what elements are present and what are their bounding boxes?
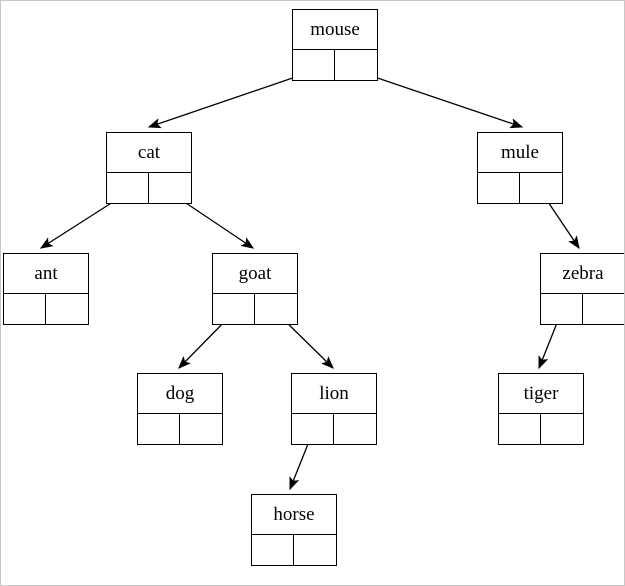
tree-node-label-mule: mule [478, 133, 562, 173]
tree-node-left-pointer-dog[interactable] [138, 414, 180, 444]
tree-node-label-horse: horse [252, 495, 336, 535]
tree-node-right-pointer-cat[interactable] [149, 173, 191, 203]
tree-node-mouse[interactable]: mouse [292, 9, 378, 81]
tree-node-left-pointer-mule[interactable] [478, 173, 520, 203]
tree-node-right-pointer-mouse[interactable] [335, 50, 377, 80]
tree-node-left-pointer-lion[interactable] [292, 414, 334, 444]
tree-node-right-pointer-zebra[interactable] [583, 294, 624, 324]
tree-node-label-mouse: mouse [293, 10, 377, 50]
tree-node-pointers-mule [478, 173, 562, 203]
tree-node-label-tiger: tiger [499, 374, 583, 414]
tree-node-horse[interactable]: horse [251, 494, 337, 566]
tree-node-label-lion: lion [292, 374, 376, 414]
tree-node-pointers-dog [138, 414, 222, 444]
tree-node-pointers-goat [213, 294, 297, 324]
tree-node-left-pointer-tiger[interactable] [499, 414, 541, 444]
tree-node-label-ant: ant [4, 254, 88, 294]
tree-node-left-pointer-goat[interactable] [213, 294, 255, 324]
tree-node-label-dog: dog [138, 374, 222, 414]
tree-node-left-pointer-horse[interactable] [252, 535, 294, 565]
tree-node-lion[interactable]: lion [291, 373, 377, 445]
tree-node-goat[interactable]: goat [212, 253, 298, 325]
tree-node-left-pointer-zebra[interactable] [541, 294, 583, 324]
tree-node-pointers-lion [292, 414, 376, 444]
tree-node-mule[interactable]: mule [477, 132, 563, 204]
tree-node-left-pointer-cat[interactable] [107, 173, 149, 203]
tree-node-pointers-horse [252, 535, 336, 565]
tree-edge-mouse-left-cat [147, 70, 314, 129]
tree-node-right-pointer-mule[interactable] [520, 173, 562, 203]
tree-node-pointers-tiger [499, 414, 583, 444]
tree-node-right-pointer-tiger[interactable] [541, 414, 583, 444]
tree-node-pointers-zebra [541, 294, 624, 324]
tree-node-pointers-ant [4, 294, 88, 324]
tree-node-right-pointer-ant[interactable] [46, 294, 88, 324]
tree-node-label-cat: cat [107, 133, 191, 173]
tree-node-left-pointer-mouse[interactable] [293, 50, 335, 80]
tree-node-right-pointer-horse[interactable] [294, 535, 336, 565]
tree-edge-mouse-right-mule [356, 70, 524, 129]
tree-node-ant[interactable]: ant [3, 253, 89, 325]
tree-node-dog[interactable]: dog [137, 373, 223, 445]
tree-node-left-pointer-ant[interactable] [4, 294, 46, 324]
tree-node-cat[interactable]: cat [106, 132, 192, 204]
tree-node-label-zebra: zebra [541, 254, 624, 294]
tree-node-label-goat: goat [213, 254, 297, 294]
tree-node-pointers-cat [107, 173, 191, 203]
tree-node-right-pointer-dog[interactable] [180, 414, 222, 444]
tree-node-right-pointer-goat[interactable] [255, 294, 297, 324]
tree-node-pointers-mouse [293, 50, 377, 80]
tree-node-zebra[interactable]: zebra [540, 253, 624, 325]
tree-node-tiger[interactable]: tiger [498, 373, 584, 445]
tree-node-right-pointer-lion[interactable] [334, 414, 376, 444]
